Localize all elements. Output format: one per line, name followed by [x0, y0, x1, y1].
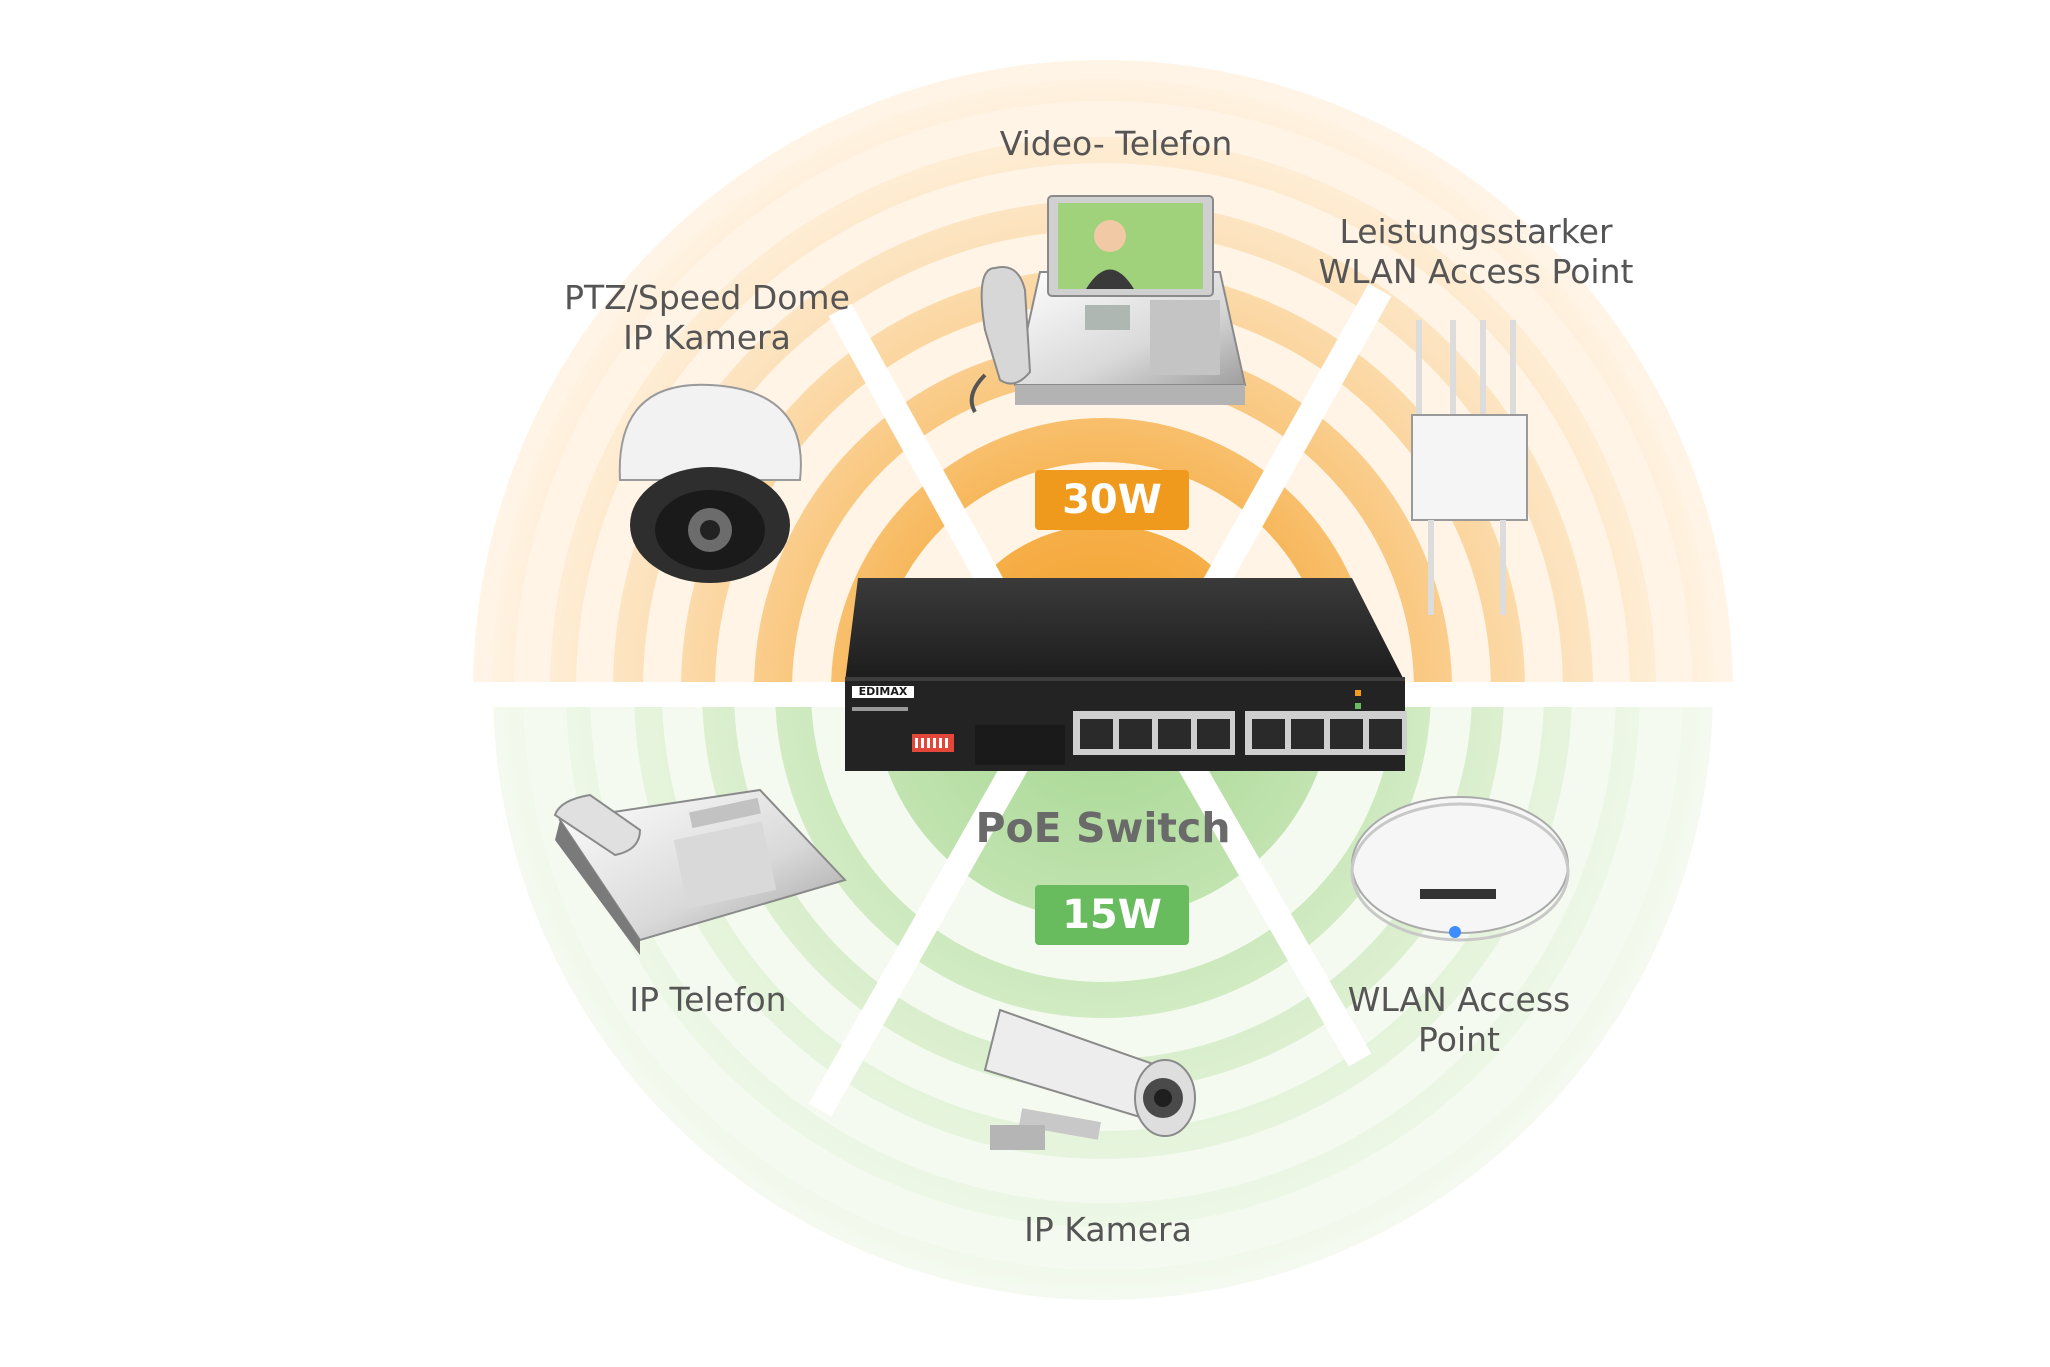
outdoor-access-point-icon	[1411, 320, 1528, 615]
label-wlan-ap: WLAN Access Point	[1348, 980, 1571, 1060]
label-wlan-ap-high: Leistungsstarker WLAN Access Point	[1319, 212, 1634, 292]
badge-15w: 15W	[1035, 885, 1189, 945]
video-phone-icon	[969, 195, 1247, 414]
label-ip-phone: IP Telefon	[629, 980, 786, 1020]
label-line: IP Kamera	[1024, 1210, 1192, 1249]
label-ip-camera: IP Kamera	[1024, 1210, 1192, 1250]
label-line: WLAN Access	[1347, 980, 1571, 1019]
desk-phone-icon	[553, 788, 847, 955]
label-line: IP Telefon	[629, 980, 787, 1019]
badge-30w: 30W	[1035, 470, 1189, 530]
bullet-camera-icon	[983, 1008, 1196, 1150]
label-ptz-camera: PTZ/Speed Dome IP Kamera	[564, 278, 850, 358]
label-line: PTZ/Speed Dome	[564, 278, 850, 317]
switch-brand: EDIMAX	[858, 685, 908, 698]
label-line: Leistungsstarker	[1339, 212, 1613, 251]
poe-switch-title: PoE Switch	[975, 804, 1231, 852]
label-line: IP Kamera	[623, 318, 791, 357]
label-line: Point	[1418, 1020, 1500, 1059]
ceiling-access-point-icon	[1350, 796, 1570, 942]
dome-camera-icon	[618, 383, 802, 583]
label-line: WLAN Access Point	[1318, 252, 1634, 291]
label-line: Video- Telefon	[999, 124, 1233, 163]
label-video-phone: Video- Telefon	[1000, 124, 1233, 164]
poe-switch-icon	[845, 578, 1407, 771]
